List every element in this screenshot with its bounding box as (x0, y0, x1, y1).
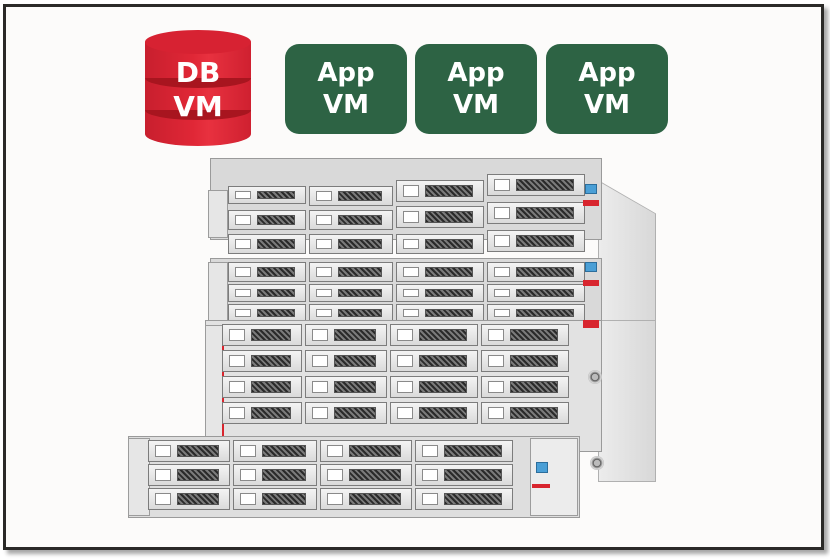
drive-bay (320, 464, 412, 486)
drive-row (222, 376, 569, 398)
app-vm-label-line2: VM (453, 90, 499, 120)
drive-row (148, 488, 513, 510)
drive-bay (396, 234, 484, 254)
db-cylinder-band (145, 110, 251, 120)
drive-bay (415, 488, 513, 510)
drive-bay (396, 180, 484, 202)
db-vm-icon: DB VM (145, 30, 251, 146)
drive-row (222, 350, 569, 372)
status-indicator (536, 462, 548, 473)
drive-bay (415, 440, 513, 462)
drive-row (228, 284, 585, 302)
thumbscrew-icon (590, 456, 604, 470)
drive-bay (233, 488, 317, 510)
drive-bay (487, 202, 585, 224)
drive-bay (487, 284, 585, 302)
drive-bay (228, 284, 306, 302)
drive-bay (222, 350, 302, 372)
oracle-label (583, 320, 599, 328)
drive-bay (481, 376, 569, 398)
status-indicator (585, 262, 597, 272)
drive-bay (481, 324, 569, 346)
drive-bay (148, 488, 230, 510)
drive-bay (233, 440, 317, 462)
app-vm-box-1: App VM (285, 44, 407, 134)
drive-bay (228, 186, 306, 204)
drive-bay (487, 262, 585, 282)
drive-bay (222, 376, 302, 398)
oracle-label (583, 200, 599, 206)
db-vm-label-line2: VM (173, 90, 223, 123)
drive-bay (320, 488, 412, 510)
status-indicator (585, 184, 597, 194)
drive-bay (305, 376, 387, 398)
drive-row (228, 230, 585, 254)
drive-row (222, 402, 569, 424)
server-control-panel (530, 438, 578, 516)
app-vm-box-3: App VM (546, 44, 668, 134)
db-vm-label-line1: DB (175, 56, 221, 89)
drive-bay (390, 324, 478, 346)
drive-bay (415, 464, 513, 486)
drive-bay (487, 174, 585, 196)
drive-bay (390, 402, 478, 424)
drive-bay (305, 402, 387, 424)
drive-bay (309, 234, 393, 254)
drive-row (228, 262, 585, 282)
drive-bay (148, 440, 230, 462)
drive-row (148, 440, 513, 462)
drive-bay (222, 324, 302, 346)
app-vm-label-line2: VM (323, 90, 369, 120)
db-cylinder-band (145, 78, 251, 88)
drive-bay (481, 402, 569, 424)
thumbscrew-icon (588, 370, 602, 384)
drive-bay (228, 304, 306, 322)
drive-row (148, 464, 513, 486)
db-cylinder-bottom (145, 122, 251, 146)
app-vm-label-line1: App (447, 58, 505, 88)
drive-bay (233, 464, 317, 486)
drive-row (222, 324, 569, 346)
drive-bay (309, 284, 393, 302)
db-vm-label: DB VM (145, 56, 251, 124)
drive-bay (222, 402, 302, 424)
drive-bay (148, 464, 230, 486)
server-ear (128, 438, 150, 516)
drive-bay (390, 350, 478, 372)
drive-bay (309, 210, 393, 230)
server-ear (208, 190, 228, 238)
server-ear (208, 262, 228, 324)
drive-bay (228, 262, 306, 282)
drive-bay (309, 186, 393, 206)
drive-bay (228, 234, 306, 254)
drive-bay (305, 324, 387, 346)
oracle-label (583, 280, 599, 286)
drive-bay (228, 210, 306, 230)
drive-bay (396, 206, 484, 228)
drive-bay (396, 284, 484, 302)
db-cylinder-top (145, 30, 251, 54)
drive-bay (481, 350, 569, 372)
drive-bay (309, 262, 393, 282)
app-vm-label-line1: App (578, 58, 636, 88)
app-vm-box-2: App VM (415, 44, 537, 134)
drive-bay (396, 262, 484, 282)
app-vm-label-line2: VM (584, 90, 630, 120)
app-vm-label-line1: App (317, 58, 375, 88)
server-side-panel (598, 320, 656, 482)
drive-bay (305, 350, 387, 372)
oracle-label (532, 484, 550, 488)
drive-row (228, 174, 585, 206)
drive-bay (390, 376, 478, 398)
drive-bay (320, 440, 412, 462)
drive-bay (487, 230, 585, 252)
drive-row (228, 202, 585, 230)
